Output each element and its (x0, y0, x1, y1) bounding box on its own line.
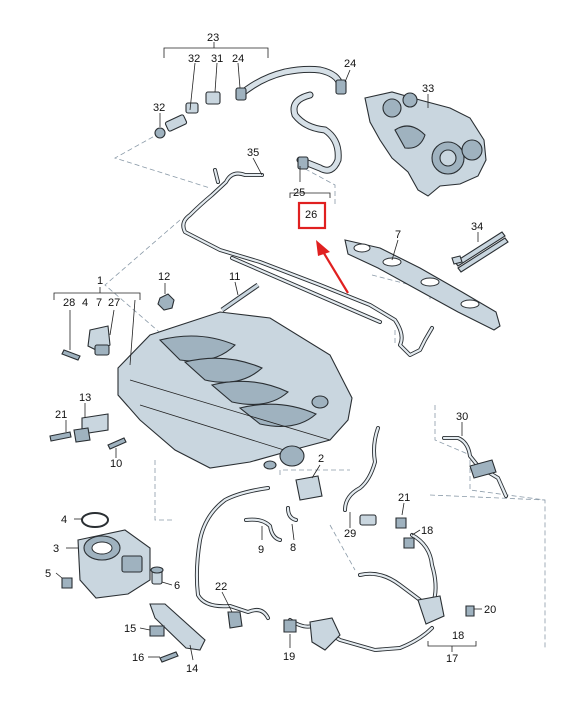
callout-20: 20 (484, 604, 496, 616)
callout-14: 14 (186, 663, 198, 675)
callout-21-right: 21 (398, 492, 410, 504)
callout-9: 9 (258, 544, 264, 556)
callout-34: 34 (471, 221, 483, 233)
callout-22: 22 (215, 581, 227, 593)
callout-7-group: 7 (96, 297, 102, 309)
lower-hoses (194, 426, 508, 652)
callout-15: 15 (124, 623, 136, 635)
stud-bolt (220, 282, 260, 313)
callout-29: 29 (344, 528, 356, 540)
callout-3: 3 (53, 543, 59, 555)
pressure-sensor (87, 325, 111, 356)
valves-lower (227, 459, 497, 651)
callout-24: 24 (232, 53, 244, 65)
intake-manifold (117, 311, 353, 470)
highlight-annotation (297, 201, 349, 294)
callout-27: 27 (108, 297, 120, 309)
highlight-arrow-head (316, 240, 330, 256)
callout-2: 2 (318, 453, 324, 465)
callout-32-lower: 32 (153, 102, 165, 114)
callout-18-lower: 18 (452, 630, 464, 642)
callout-19: 19 (283, 651, 295, 663)
callout-28: 28 (63, 297, 75, 309)
callout-21: 21 (55, 409, 67, 421)
callout-18: 18 (421, 525, 433, 537)
callout-26: 26 (305, 209, 317, 221)
callout-5: 5 (45, 568, 51, 580)
throttle-body (77, 512, 151, 599)
callout-30: 30 (456, 411, 468, 423)
callout-7: 7 (395, 229, 401, 241)
callout-16: 16 (132, 652, 144, 664)
callout-numbers: 23 32 31 24 24 32 33 35 25 26 7 34 12 11… (45, 32, 496, 675)
callout-17: 17 (446, 653, 458, 665)
callout-13: 13 (79, 392, 91, 404)
leader-lines (53, 42, 482, 661)
bolt-6 (150, 566, 164, 585)
breather-pipe (181, 168, 434, 357)
valve-2 (279, 445, 323, 501)
callout-24-right: 24 (344, 58, 356, 70)
vent-hose-top (154, 65, 347, 174)
turbocharger (364, 91, 487, 197)
callout-11: 11 (229, 271, 240, 283)
highlight-box (297, 201, 327, 230)
callout-35: 35 (247, 147, 259, 159)
callout-8: 8 (290, 542, 296, 554)
callout-31: 31 (211, 53, 223, 65)
callout-1: 1 (97, 275, 103, 287)
callout-12: 12 (158, 271, 170, 283)
nut (157, 293, 175, 311)
callout-33: 33 (422, 83, 434, 95)
callout-32: 32 (188, 53, 200, 65)
callout-10: 10 (110, 458, 122, 470)
clamp-strips (451, 231, 509, 273)
callout-6: 6 (174, 580, 180, 592)
gasket (344, 239, 501, 331)
callout-4: 4 (82, 297, 88, 309)
screws (49, 349, 475, 663)
bracket-14 (149, 603, 206, 651)
callout-23: 23 (207, 32, 219, 44)
callout-4-ring: 4 (61, 514, 67, 526)
connector-13 (73, 413, 109, 443)
highlight-arrow-shaft (321, 249, 349, 294)
callout-25: 25 (293, 187, 305, 199)
